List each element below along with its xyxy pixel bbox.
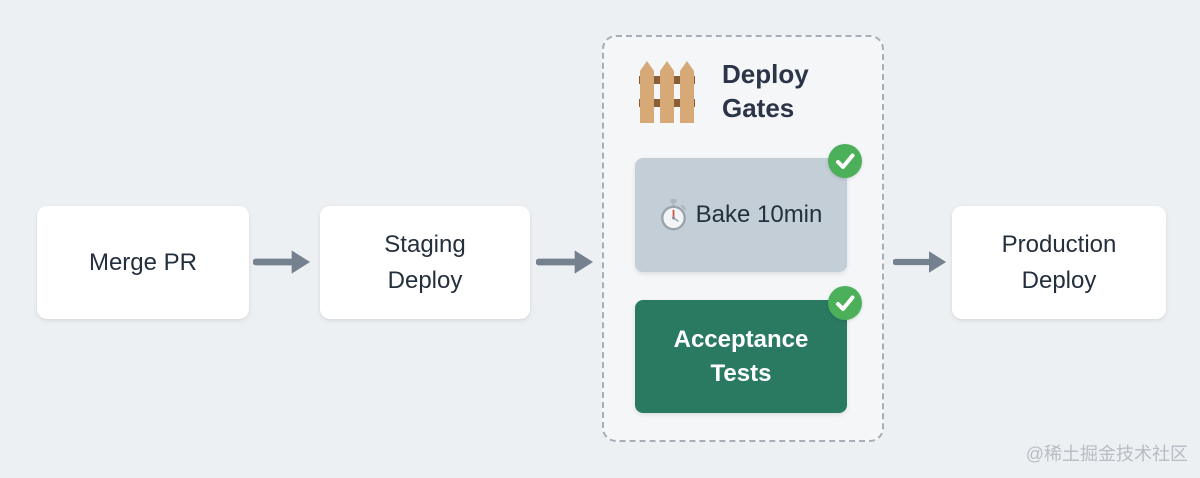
node-staging-deploy: Staging Deploy [320,206,530,319]
gate-acceptance-tests-label: Acceptance Tests [673,325,809,387]
deploy-gates-title: Deploy Gates [722,59,809,123]
node-merge-pr-label: Merge PR [88,248,198,276]
fence-icon [639,61,695,123]
arrow-right-icon [253,250,311,274]
check-badge-icon [828,144,862,178]
node-production-deploy: Production Deploy [952,206,1166,319]
node-merge-pr: Merge PR [37,206,249,319]
check-badge-icon [828,286,862,320]
gate-bake-label: Bake 10min [695,201,823,228]
stopwatch-icon [660,199,686,231]
deploy-gates-header: Deploy Gates [638,57,832,125]
gate-bake-content: Bake 10min [660,199,823,231]
gate-bake: Bake 10min [635,144,862,272]
deploy-gates-container: Deploy Gates Bake 10min [602,35,884,442]
watermark-text: @稀土掘金技术社区 [1025,444,1188,464]
gate-acceptance-tests: Acceptance Tests [635,286,862,413]
arrow-right-icon [893,251,947,273]
node-production-deploy-label: Production Deploy [1001,230,1117,294]
node-staging-deploy-label: Staging Deploy [384,230,466,294]
arrow-right-icon [536,250,594,274]
